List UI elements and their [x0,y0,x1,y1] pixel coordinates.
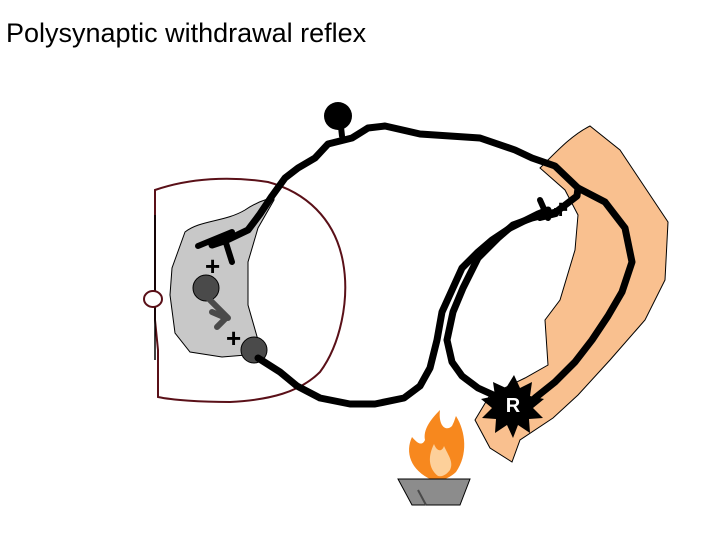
plus-sign-sensory: + [205,251,220,281]
flame-bowl [398,479,470,505]
receptor-label: R [506,395,521,417]
gray-matter [170,198,274,357]
motor-neuron-axon [258,210,548,404]
plus-sign-muscle: + [553,194,568,224]
plus-sign-interneuron: + [226,323,241,353]
central-canal [144,291,162,307]
sensory-neuron-cell-body [324,102,352,130]
